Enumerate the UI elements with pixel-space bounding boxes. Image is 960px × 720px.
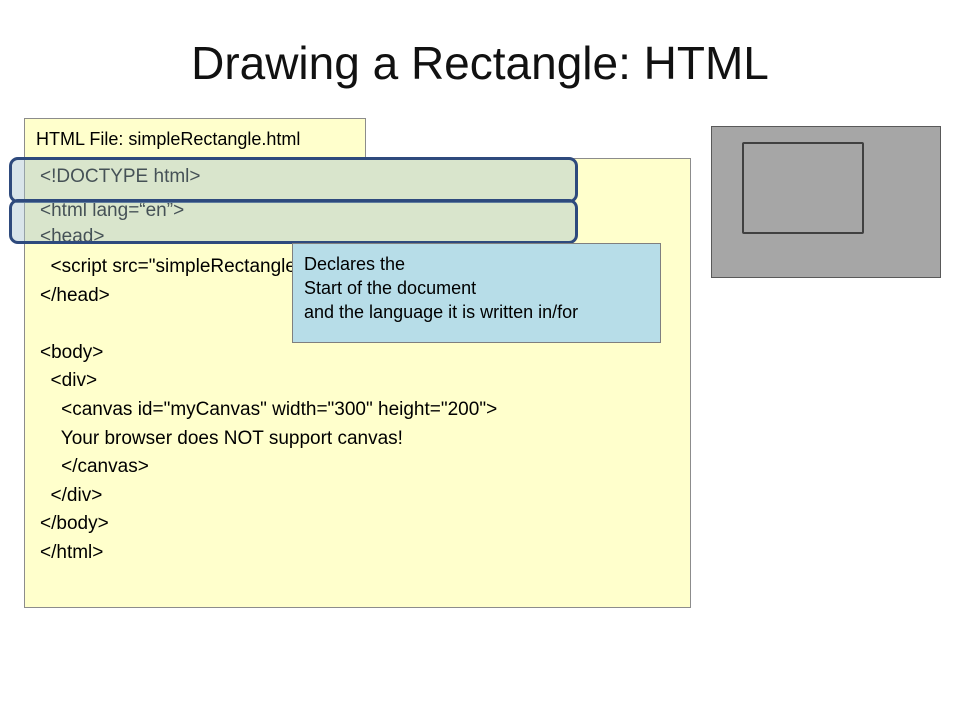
code-line-html-open: <html lang=“en”> <box>40 200 185 221</box>
canvas-preview <box>711 126 941 278</box>
callout-line-3: and the language it is written in/for <box>304 302 579 322</box>
code-line-div-open: <div> <box>40 370 98 391</box>
code-line-canvas-open: <canvas id="myCanvas" width="300" height… <box>40 399 498 420</box>
drawn-rectangle <box>742 142 864 234</box>
callout-line-1: Declares the <box>304 254 406 274</box>
code-line-body-open: <body> <box>40 342 104 363</box>
highlight-doctype-line <box>9 157 578 203</box>
code-line-doctype: <!DOCTYPE html> <box>40 166 201 187</box>
code-line-html-close: </html> <box>40 542 104 563</box>
file-name-tab: HTML File: simpleRectangle.html <box>24 118 366 158</box>
code-line-fallback-text: Your browser does NOT support canvas! <box>40 428 403 449</box>
code-line-canvas-close: </canvas> <box>40 456 149 477</box>
code-line-body-close: </body> <box>40 513 109 534</box>
explanation-callout: Declares the Start of the document and t… <box>292 243 661 343</box>
code-line-head-close: </head> <box>40 285 110 306</box>
callout-line-2: Start of the document <box>304 278 477 298</box>
code-line-div-close: </div> <box>40 485 103 506</box>
slide-title: Drawing a Rectangle: HTML <box>191 37 769 89</box>
highlight-html-lang-line <box>9 199 578 244</box>
